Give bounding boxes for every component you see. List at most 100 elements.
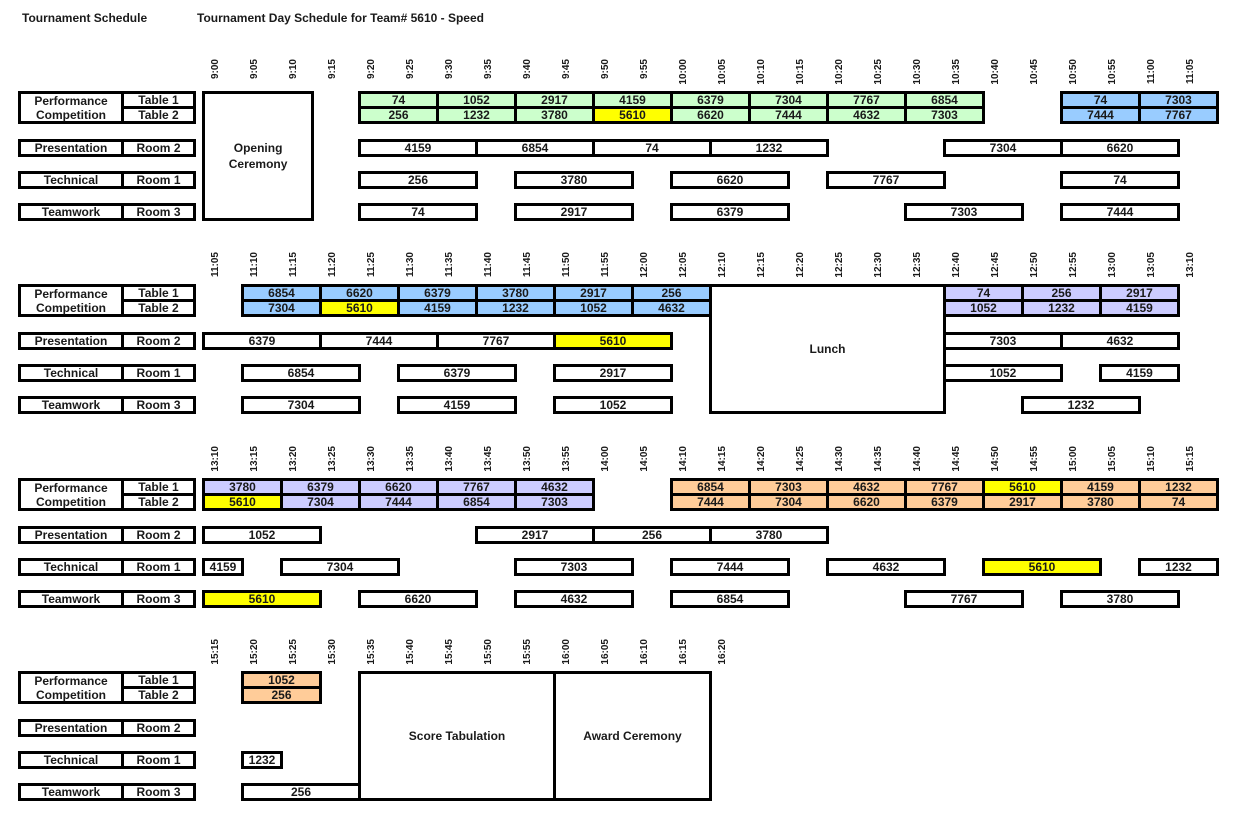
time-label: 14:45	[951, 446, 962, 472]
time-label: 15:20	[249, 639, 260, 665]
time-label: 16:15	[678, 639, 689, 665]
performance-cell-table-2: 256	[358, 106, 439, 124]
performance-cell-table-2: 1052	[553, 299, 634, 317]
time-label: 16:20	[717, 639, 728, 665]
category-label: Competition	[36, 300, 106, 315]
time-label: 15:35	[366, 639, 377, 665]
time-label: 12:25	[834, 252, 845, 278]
time-label: 12:15	[756, 252, 767, 278]
performance-cell-table-2: 6854	[436, 493, 517, 511]
technical-session: 1232	[1138, 558, 1219, 576]
time-label: 13:40	[444, 446, 455, 472]
room-label-teamwork: Room 3	[121, 783, 196, 801]
category-label: Performance	[34, 673, 108, 688]
time-label: 11:25	[366, 252, 377, 278]
event-lunch: Lunch	[709, 284, 946, 414]
teamwork-session: 256	[241, 783, 361, 801]
performance-cell-table-2: 4632	[631, 299, 712, 317]
performance-cell-table-2: 1232	[436, 106, 517, 124]
teamwork-session: 6379	[670, 203, 790, 221]
teamwork-session: 74	[358, 203, 478, 221]
time-label: 14:05	[639, 446, 650, 472]
teamwork-session: 2917	[514, 203, 634, 221]
category-presentation: Presentation	[18, 719, 124, 737]
teamwork-session: 6854	[670, 590, 790, 608]
room-label-technical: Room 1	[121, 364, 196, 382]
time-label: 11:45	[522, 252, 533, 278]
category-presentation: Presentation	[18, 139, 124, 157]
time-label: 11:15	[288, 252, 299, 278]
event-opening-ceremony: Opening Ceremony	[202, 91, 315, 221]
time-label: 10:05	[717, 59, 728, 85]
performance-cell-table-2: 5610	[319, 299, 400, 317]
performance-cell-table-1: 6379	[670, 91, 751, 109]
performance-cell-table-2: 6620	[670, 106, 751, 124]
time-label: 13:05	[1146, 252, 1157, 278]
presentation-session: 1052	[202, 526, 322, 544]
category-teamwork: Teamwork	[18, 396, 124, 414]
time-label: 13:20	[288, 446, 299, 472]
performance-cell-table-2: 7444	[670, 493, 751, 511]
presentation-session: 6854	[475, 139, 595, 157]
time-label: 9:55	[639, 59, 650, 80]
room-label-technical: Room 1	[121, 558, 196, 576]
technical-session: 7304	[280, 558, 400, 576]
time-label: 10:50	[1068, 59, 1079, 85]
teamwork-session: 7304	[241, 396, 361, 414]
time-label: 11:00	[1146, 59, 1157, 85]
time-label: 11:50	[561, 252, 572, 278]
time-label: 13:10	[1185, 252, 1196, 278]
time-label: 15:10	[1146, 446, 1157, 472]
performance-cell-table-2: 4159	[1099, 299, 1180, 317]
presentation-session: 1232	[709, 139, 829, 157]
teamwork-session: 7767	[904, 590, 1024, 608]
performance-cell-table-2: 7444	[358, 493, 439, 511]
time-label: 10:10	[756, 59, 767, 85]
room-label-table-1: Table 1	[121, 671, 196, 689]
performance-cell-table-2: 7444	[748, 106, 829, 124]
room-label-presentation: Room 2	[121, 526, 196, 544]
time-label: 12:05	[678, 252, 689, 278]
time-label: 11:05	[1185, 59, 1196, 85]
teamwork-session: 3780	[1060, 590, 1180, 608]
time-label: 15:55	[522, 639, 533, 665]
category-label: Performance	[34, 286, 108, 301]
time-label: 11:30	[405, 252, 416, 278]
time-label: 16:10	[639, 639, 650, 665]
performance-cell-table-2: 3780	[514, 106, 595, 124]
time-label: 15:15	[210, 639, 221, 665]
time-label: 9:05	[249, 59, 260, 80]
performance-cell-table-2: 1232	[1021, 299, 1102, 317]
presentation-session: 7767	[436, 332, 556, 350]
time-label: 14:00	[600, 446, 611, 472]
teamwork-session: 4159	[397, 396, 517, 414]
performance-cell-table-2: 6620	[826, 493, 907, 511]
technical-session: 3780	[514, 171, 634, 189]
category-label: Performance	[34, 480, 108, 495]
technical-session: 6854	[241, 364, 361, 382]
teamwork-session: 5610	[202, 590, 322, 608]
event-score-tabulation: Score Tabulation	[358, 671, 556, 801]
time-label: 14:25	[795, 446, 806, 472]
time-label: 10:45	[1029, 59, 1040, 85]
performance-cell-table-2: 74	[1138, 493, 1219, 511]
category-technical: Technical	[18, 364, 124, 382]
presentation-session: 6620	[1060, 139, 1180, 157]
room-label-teamwork: Room 3	[121, 203, 196, 221]
performance-cell-table-2: 4632	[826, 106, 907, 124]
performance-cell-table-2: 5610	[202, 493, 283, 511]
performance-cell-table-2: 2917	[982, 493, 1063, 511]
time-label: 14:55	[1029, 446, 1040, 472]
time-label: 10:35	[951, 59, 962, 85]
category-teamwork: Teamwork	[18, 590, 124, 608]
room-label-teamwork: Room 3	[121, 396, 196, 414]
time-label: 11:35	[444, 252, 455, 278]
time-label: 12:10	[717, 252, 728, 278]
time-label: 15:00	[1068, 446, 1079, 472]
category-teamwork: Teamwork	[18, 783, 124, 801]
technical-session: 7444	[670, 558, 790, 576]
time-label: 9:50	[600, 59, 611, 80]
room-label-table-2: Table 2	[121, 493, 196, 511]
performance-cell-table-2: 7303	[904, 106, 985, 124]
